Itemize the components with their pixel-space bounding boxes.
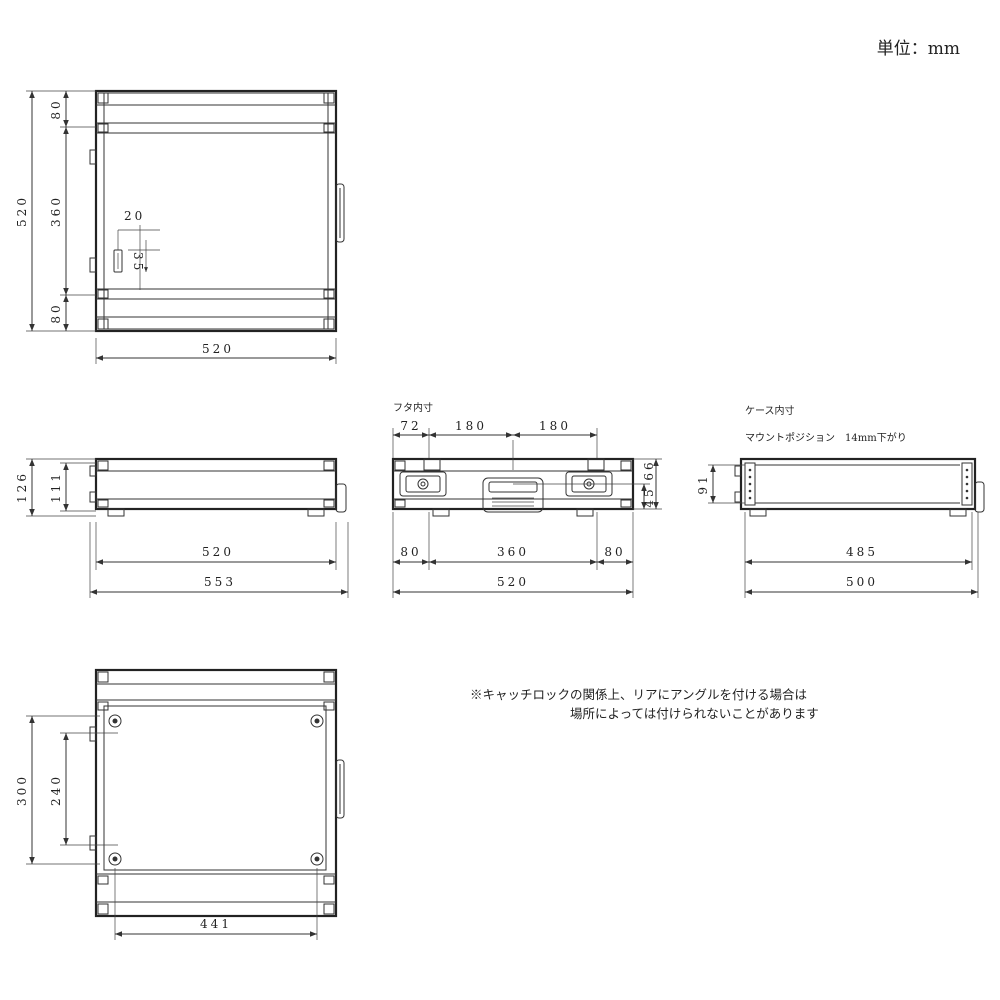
- front-view: フタ内寸 72: [391, 401, 662, 598]
- unit-label: 単位：mm: [877, 39, 960, 59]
- dim-rear-inner-height: 240: [49, 774, 63, 806]
- dim-end-height: 91: [696, 473, 710, 494]
- end-view: ケース内寸 マウントポジション 14mm下がり 91 485 500: [696, 404, 985, 598]
- dim-side-outer-height: 126: [15, 471, 29, 503]
- rear-view: 300 240 441: [15, 668, 345, 940]
- label-mount-position: マウントポジション 14mm下がり: [745, 431, 907, 444]
- dim-offset-x: 20: [124, 209, 145, 223]
- side-view: 126 111 520 553: [15, 457, 349, 598]
- dim-front-left: 80: [400, 545, 421, 559]
- label-case-inner: ケース内寸: [745, 404, 795, 417]
- note-line-1: ※キャッチロックの関係上、リアにアングルを付ける場合は: [470, 687, 807, 702]
- dim-rear-width: 441: [200, 917, 232, 931]
- dim-front-span-b: 180: [539, 419, 571, 433]
- dim-top-height: 520: [15, 195, 29, 227]
- dim-side-outer-width: 553: [204, 575, 236, 589]
- dim-end-outer: 500: [846, 575, 878, 589]
- dim-front-span-a: 180: [455, 419, 487, 433]
- dim-offset-y: 35: [131, 252, 145, 273]
- dim-front-lid-72: 72: [400, 419, 421, 433]
- dim-front-height-a: 45: [642, 486, 656, 507]
- dim-front-height-b: 66: [642, 459, 656, 480]
- rail-holes: [748, 468, 969, 500]
- dim-side-inner-height: 111: [49, 471, 63, 503]
- rear-screws: [108, 714, 324, 866]
- label-lid-inner: フタ内寸: [393, 401, 433, 414]
- dim-top-upper: 80: [49, 98, 63, 119]
- dim-front-right: 80: [604, 545, 625, 559]
- dim-front-total: 520: [497, 575, 529, 589]
- dim-top-lower: 80: [49, 302, 63, 323]
- dim-rear-outer-height: 300: [15, 774, 29, 806]
- top-view: 20 35 520 80 360 80 520: [15, 89, 345, 364]
- dim-top-middle: 360: [49, 195, 63, 227]
- dim-top-width: 520: [202, 342, 234, 356]
- dim-side-inner-width: 520: [202, 545, 234, 559]
- note-line-2: 場所によっては付けられないことがあります: [570, 706, 819, 721]
- dim-end-inner: 485: [846, 545, 878, 559]
- dim-front-middle: 360: [497, 545, 529, 559]
